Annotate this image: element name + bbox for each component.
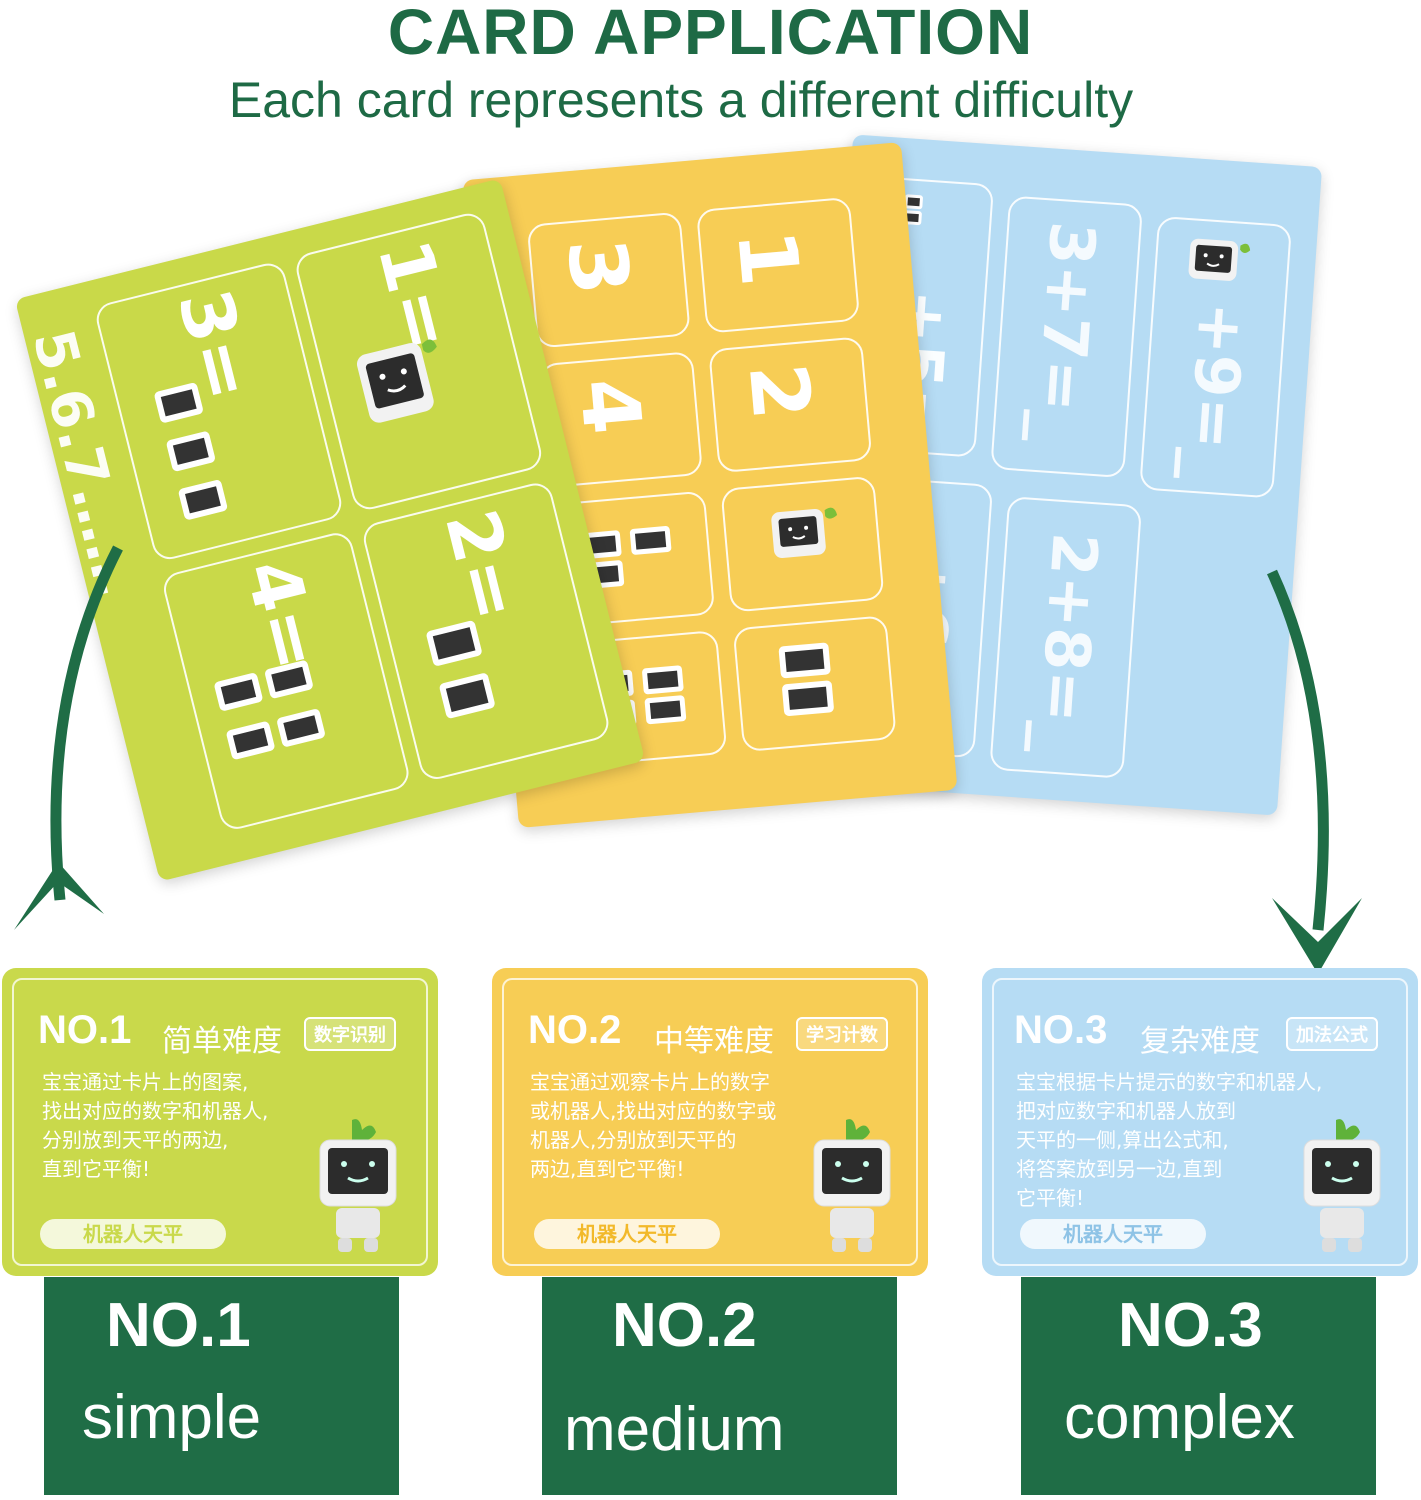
arrow-down-right-icon: [1267, 569, 1362, 974]
small-card-pill: 机器人天平: [40, 1219, 226, 1249]
small-card-pill: 机器人天平: [534, 1219, 720, 1249]
small-card-description: 宝宝通过观察卡片上的数字 或机器人,找出对应的数字或 机器人,分别放到天平的 两…: [530, 1070, 777, 1181]
level-box-complex: [1021, 1277, 1376, 1495]
small-card-tag: 数字识别: [304, 1017, 396, 1051]
card-cell: 3=: [92, 259, 346, 563]
small-card-description: 宝宝通过卡片上的图案, 找出对应的数字和机器人, 分别放到天平的两边, 直到它平…: [42, 1070, 269, 1181]
level-name: medium: [564, 1395, 785, 1464]
card-cell: [732, 615, 897, 753]
level-number: NO.3: [1118, 1291, 1263, 1360]
arrow-down-left-icon: [14, 545, 123, 930]
card-cell: 4=: [160, 529, 413, 833]
small-card-tag: 加法公式: [1286, 1017, 1378, 1051]
small-card-difficulty: 中等难度: [654, 1024, 774, 1059]
page-title: CARD APPLICATION: [387, 0, 1034, 68]
small-card-description: 宝宝根据卡片提示的数字和机器人, 把对应数字和机器人放到 天平的一侧,算出公式和…: [1016, 1070, 1323, 1210]
card-cell: 2=: [360, 479, 613, 783]
level-box-simple: [44, 1277, 399, 1495]
small-card-no: NO.2: [528, 1008, 622, 1052]
small-card-difficulty: 复杂难度: [1140, 1024, 1260, 1059]
robot-icon: [306, 1116, 416, 1261]
robot-icon: [800, 1116, 910, 1261]
level-number: NO.2: [612, 1291, 757, 1360]
card-simple-photo: 5.6.7…… 3= 1= 4= 2=: [14, 178, 646, 882]
level-name: simple: [82, 1383, 262, 1452]
small-card-no: NO.1: [38, 1008, 132, 1052]
level-name: complex: [1064, 1383, 1295, 1452]
level-number: NO.1: [106, 1291, 251, 1360]
small-card-pill: 机器人天平: [1020, 1219, 1206, 1249]
small-card-no: NO.3: [1014, 1008, 1108, 1052]
small-card-difficulty: 简单难度: [162, 1024, 282, 1059]
page-subtitle: Each card represents a different difficu…: [228, 72, 1134, 128]
robot-icon: [1290, 1116, 1400, 1261]
small-card-tag: 学习计数: [796, 1017, 888, 1051]
level-box-medium: [542, 1277, 897, 1495]
card-cell: +9=_: [1139, 215, 1292, 499]
card-cell: [720, 475, 885, 613]
card-cell: 1=: [292, 209, 545, 514]
